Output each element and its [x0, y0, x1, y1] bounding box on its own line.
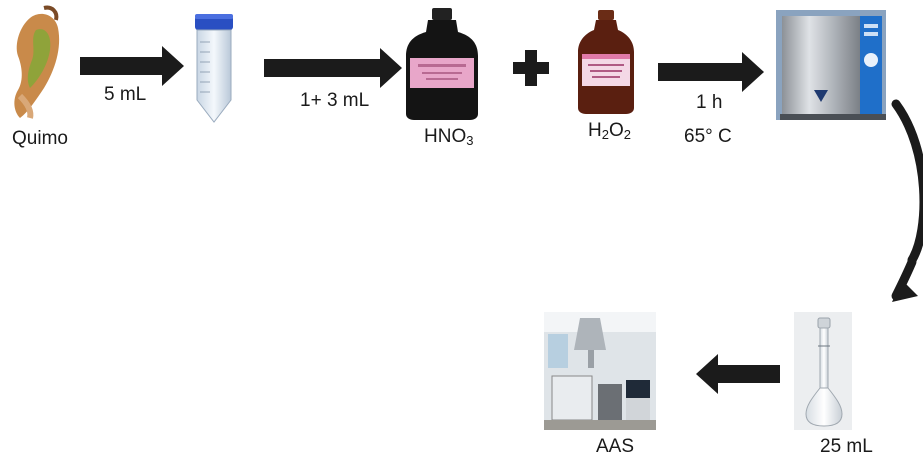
oven-icon: [776, 10, 886, 120]
falcon-tube-icon: [195, 14, 233, 123]
label-time: 1 h: [696, 92, 723, 113]
aas-instrument-icon: [544, 312, 656, 430]
volumetric-flask-icon: [794, 312, 852, 430]
reagent-bottle-icon: [406, 8, 478, 120]
label-h2o2: H2O2: [588, 120, 631, 142]
reagent-bottle-icon: [578, 10, 634, 114]
right-arrow: [80, 46, 184, 86]
plus-icon: [513, 50, 549, 86]
left-arrow: [696, 354, 780, 394]
curved-arrow-connector: [891, 257, 917, 301]
label-aas: AAS: [596, 436, 635, 457]
label-volume-1-3ml: 1+ 3 mL: [300, 90, 370, 111]
right-arrow: [658, 52, 764, 92]
stomach-icon: [14, 5, 60, 119]
label-temperature: 65° C: [684, 126, 732, 147]
label-volume-25ml: 25 mL: [820, 436, 873, 457]
right-arrow: [264, 48, 402, 88]
label-hno3: HNO3: [424, 126, 474, 148]
label-quimo: Quimo: [12, 128, 68, 149]
label-volume-5ml: 5 mL: [104, 84, 147, 105]
curved-arrow-connector: [891, 99, 923, 265]
